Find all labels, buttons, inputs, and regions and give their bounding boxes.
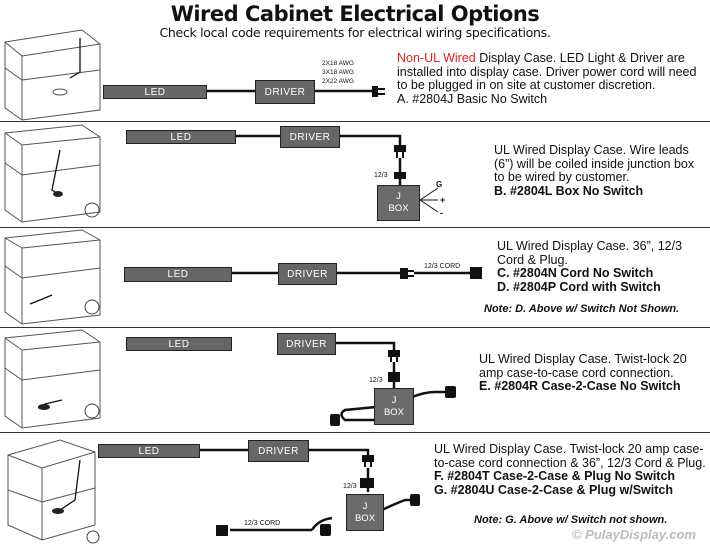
driver-box: DRIVER <box>280 126 340 148</box>
driver-box: DRIVER <box>248 440 309 462</box>
wire-label: 12/3 <box>369 377 383 384</box>
terminal-label: - <box>440 208 443 218</box>
junction-box: J BOX <box>377 185 420 221</box>
description-text: UL Wired Display Case. Twist-lock 20 amp… <box>479 352 687 380</box>
display-cabinet-icon <box>7 439 96 541</box>
option-code: F. #2804T Case-2-Case & Plug No Switch <box>434 469 676 483</box>
driver-box: DRIVER <box>277 333 336 355</box>
row-separator <box>0 121 710 122</box>
description-text: UL Wired Display Case. Twist-lock 20 amp… <box>434 442 706 470</box>
option-code: G. #2804U Case-2-Case & Plug w/Switch <box>434 482 673 497</box>
wire-gauge-label: 2X22 AWG <box>322 78 354 85</box>
option-code: C. #2804N Cord No Switch <box>497 266 654 280</box>
page-title: Wired Cabinet Electrical Options <box>170 2 540 26</box>
terminal-label: + <box>440 195 446 205</box>
display-cabinet-icon <box>4 124 101 223</box>
jbox-label: J <box>396 191 401 202</box>
jbox-label: J <box>362 500 368 512</box>
wire-label: 12/3 <box>343 483 357 490</box>
row-separator <box>0 227 710 228</box>
description-text: UL Wired Display Case. Wire leads (6”) w… <box>494 143 695 184</box>
jbox-label: J <box>391 394 397 406</box>
wire-gauge-label: 3X18 AWG <box>322 69 354 76</box>
jbox-label: BOX <box>383 406 405 418</box>
led-box: LED <box>126 130 236 144</box>
jbox-label: BOX <box>388 203 409 214</box>
cord-label: 12/3 CORD <box>244 520 281 527</box>
watermark: © PulayDisplay.com <box>572 527 696 542</box>
display-cabinet-icon <box>4 329 101 429</box>
option-c-description: UL Wired Display Case. 36”, 12/3 Cord & … <box>497 239 707 294</box>
row-separator <box>0 327 710 328</box>
display-cabinet-icon <box>4 229 101 325</box>
option-a-description: Non-UL Wired Display Case. LED Light & D… <box>397 51 707 106</box>
description-text: UL Wired Display Case. 36”, 12/3 Cord & … <box>497 239 683 267</box>
option-code: B. #2804L Box No Switch <box>494 183 644 198</box>
jbox-label: BOX <box>354 512 376 524</box>
option-e-description: UL Wired Display Case. Twist-lock 20 amp… <box>479 352 707 394</box>
cord-label: 12/3 CORD <box>424 263 461 270</box>
row-separator <box>0 432 710 433</box>
led-box: LED <box>126 337 232 351</box>
driver-box: DRIVER <box>278 263 337 285</box>
option-code: E. #2804R Case-2-Case No Switch <box>479 379 681 393</box>
non-ul-label: Non-UL Wired <box>397 51 476 65</box>
wire-gauge-label: 2X18 AWG <box>322 60 354 67</box>
wire-label: 12/3 <box>374 172 388 179</box>
junction-box: J BOX <box>346 494 384 531</box>
description-text: Display Case. LED Light & Driver are ins… <box>397 51 697 92</box>
driver-box: DRIVER <box>255 80 315 104</box>
terminal-label: G <box>436 180 443 189</box>
option-note: Note: G. Above w/ Switch not shown. <box>474 514 668 526</box>
option-code: D. #2804P Cord with Switch <box>497 279 661 294</box>
junction-box: J BOX <box>374 388 414 425</box>
option-note: Note: D. Above w/ Switch Not Shown. <box>484 303 680 315</box>
display-cabinet-icon <box>4 29 101 121</box>
led-box: LED <box>124 267 232 282</box>
option-code: A. #2804J Basic No Switch <box>397 91 548 106</box>
led-box: LED <box>103 85 207 99</box>
led-box: LED <box>98 444 200 458</box>
page-subtitle: Check local code requirements for electr… <box>159 25 551 40</box>
option-f-description: UL Wired Display Case. Twist-lock 20 amp… <box>434 442 706 497</box>
option-b-description: UL Wired Display Case. Wire leads (6”) w… <box>494 143 704 198</box>
